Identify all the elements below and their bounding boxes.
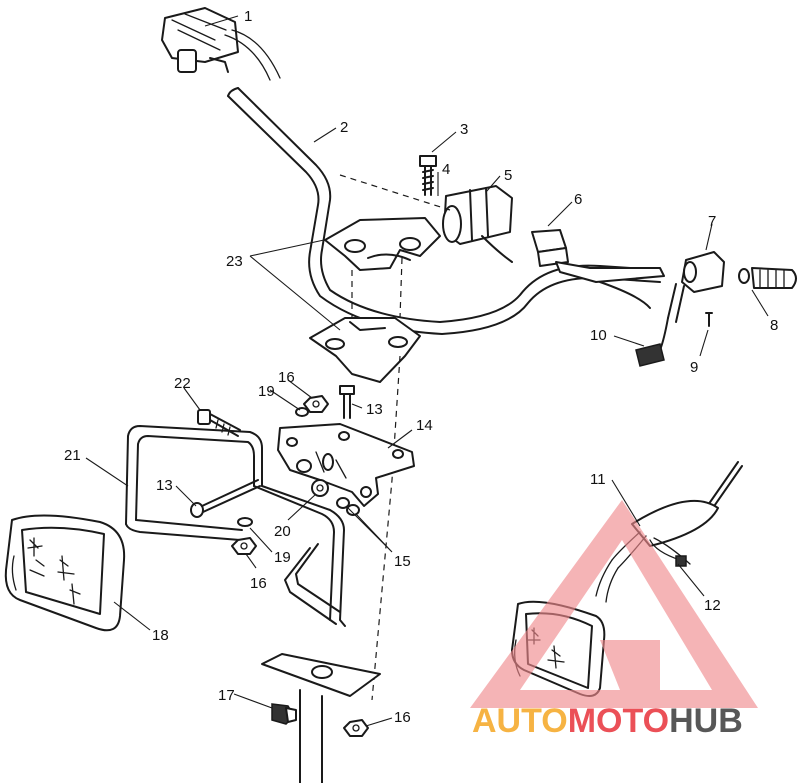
part-18-headlight [4,514,126,632]
part-10-cable-end [635,317,669,367]
part-8-grip [738,267,797,289]
brake-lever [555,261,665,309]
part-23-riser-clamps [309,217,441,701]
callout-20: 20 [274,523,291,540]
part-3-bolt [419,155,437,196]
callout-16-upper: 16 [278,369,295,386]
watermark-auto: AUTO [472,702,568,740]
callout-3: 3 [460,121,468,138]
callout-12: 12 [704,597,721,614]
callout-2: 2 [340,119,348,136]
part-5-clamp-block [339,174,513,263]
callout-22: 22 [174,375,191,392]
callout-7: 7 [708,213,716,230]
watermark-moto: MOTO [568,702,669,740]
leader-lines [85,15,769,727]
callout-17: 17 [218,687,235,704]
part-17-clip [271,703,297,725]
callout-1: 1 [244,8,252,25]
callout-21: 21 [64,447,81,464]
part-20-spacer [311,479,329,497]
part-14-bracket [277,423,415,507]
watermark: AUTOMOTOHUB [470,500,758,740]
callout-11: 11 [590,471,606,488]
part-19-washer-lower [237,517,253,527]
callout-14: 14 [416,417,433,434]
part-1-throttle-housing [161,7,281,81]
callout-labels: 1 2 3 4 5 6 7 8 9 10 11 12 13 13 14 15 1… [64,8,778,726]
part-16-nut-middle [231,537,257,555]
callout-8: 8 [770,317,778,334]
part-21-headlight-frame [125,425,346,627]
part-13-bolt-upper [339,385,355,419]
part-2-handlebar [227,87,661,335]
callout-10: 10 [590,327,607,344]
callout-16-bottom: 16 [394,709,411,726]
callout-16-middle: 16 [250,575,267,592]
callout-19-upper: 19 [258,383,275,400]
callout-18: 18 [152,627,169,644]
watermark-logo-triangle [470,500,758,708]
part-16-nut-upper [303,395,329,413]
part-22-long-bolt [197,409,241,437]
watermark-text: AUTOMOTOHUB [472,702,743,740]
callout-6: 6 [574,191,582,208]
callout-5: 5 [504,167,512,184]
callout-13-lower: 13 [156,477,173,494]
callout-23: 23 [226,253,243,270]
part-19-washer-upper [295,407,309,417]
part-9-screw [705,312,713,327]
watermark-hub: HUB [669,702,743,740]
part-13-bolt-lower [190,479,261,518]
callout-19-lower: 19 [274,549,291,566]
part-15-washers [336,497,360,516]
callout-13-upper: 13 [366,401,383,418]
callout-15: 15 [394,553,411,570]
part-7-thumb-throttle [667,251,725,323]
part-16-nut-bottom [343,719,369,737]
callout-9: 9 [690,359,698,376]
mounting-plate-lower [261,653,381,783]
part-6-master-cylinder [531,229,569,267]
callout-4: 4 [442,161,450,178]
